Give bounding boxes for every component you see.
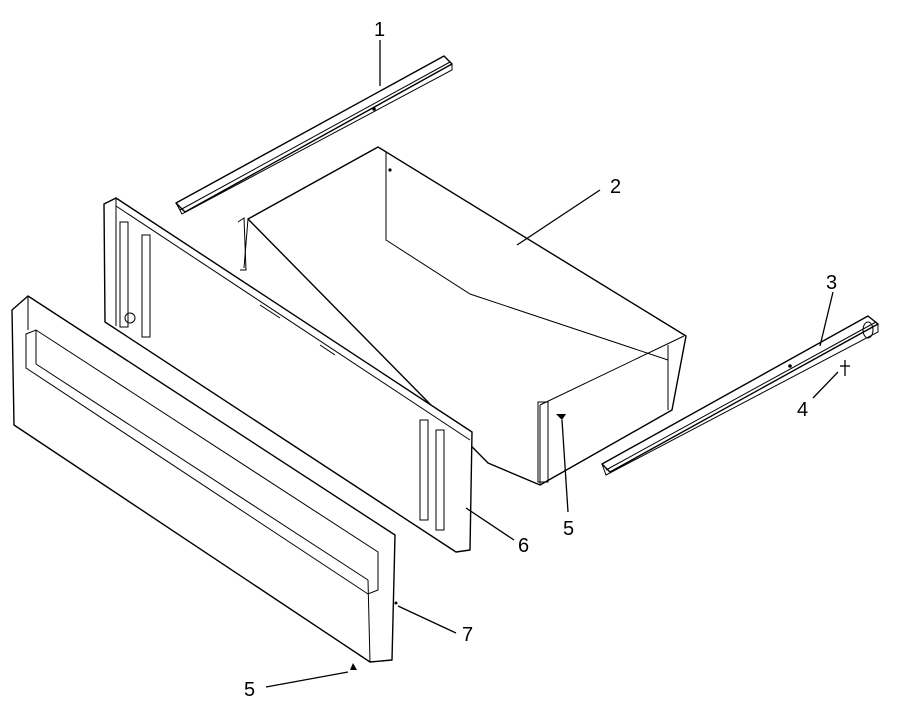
- screw-icon-front: [350, 663, 357, 670]
- callout-6: 6: [518, 535, 529, 557]
- callout-1: 1: [374, 19, 385, 41]
- callout-7: 7: [462, 624, 473, 646]
- leader-lines: [265, 40, 839, 688]
- screw-icon-drawer-box: [556, 414, 566, 420]
- callout-5-drawer-box: 5: [563, 518, 574, 540]
- inner-drawer-panel: [103, 197, 473, 553]
- drawer-rail-upper: [175, 55, 453, 215]
- callout-2: 2: [610, 176, 621, 198]
- drawer-box: [237, 146, 687, 486]
- callout-3: 3: [826, 272, 837, 294]
- drawer-rail-lower: [601, 315, 879, 476]
- callout-4: 4: [797, 399, 808, 421]
- outer-drawer-front: [11, 295, 398, 663]
- screw-icon: [840, 360, 850, 376]
- callout-5-front: 5: [244, 679, 255, 701]
